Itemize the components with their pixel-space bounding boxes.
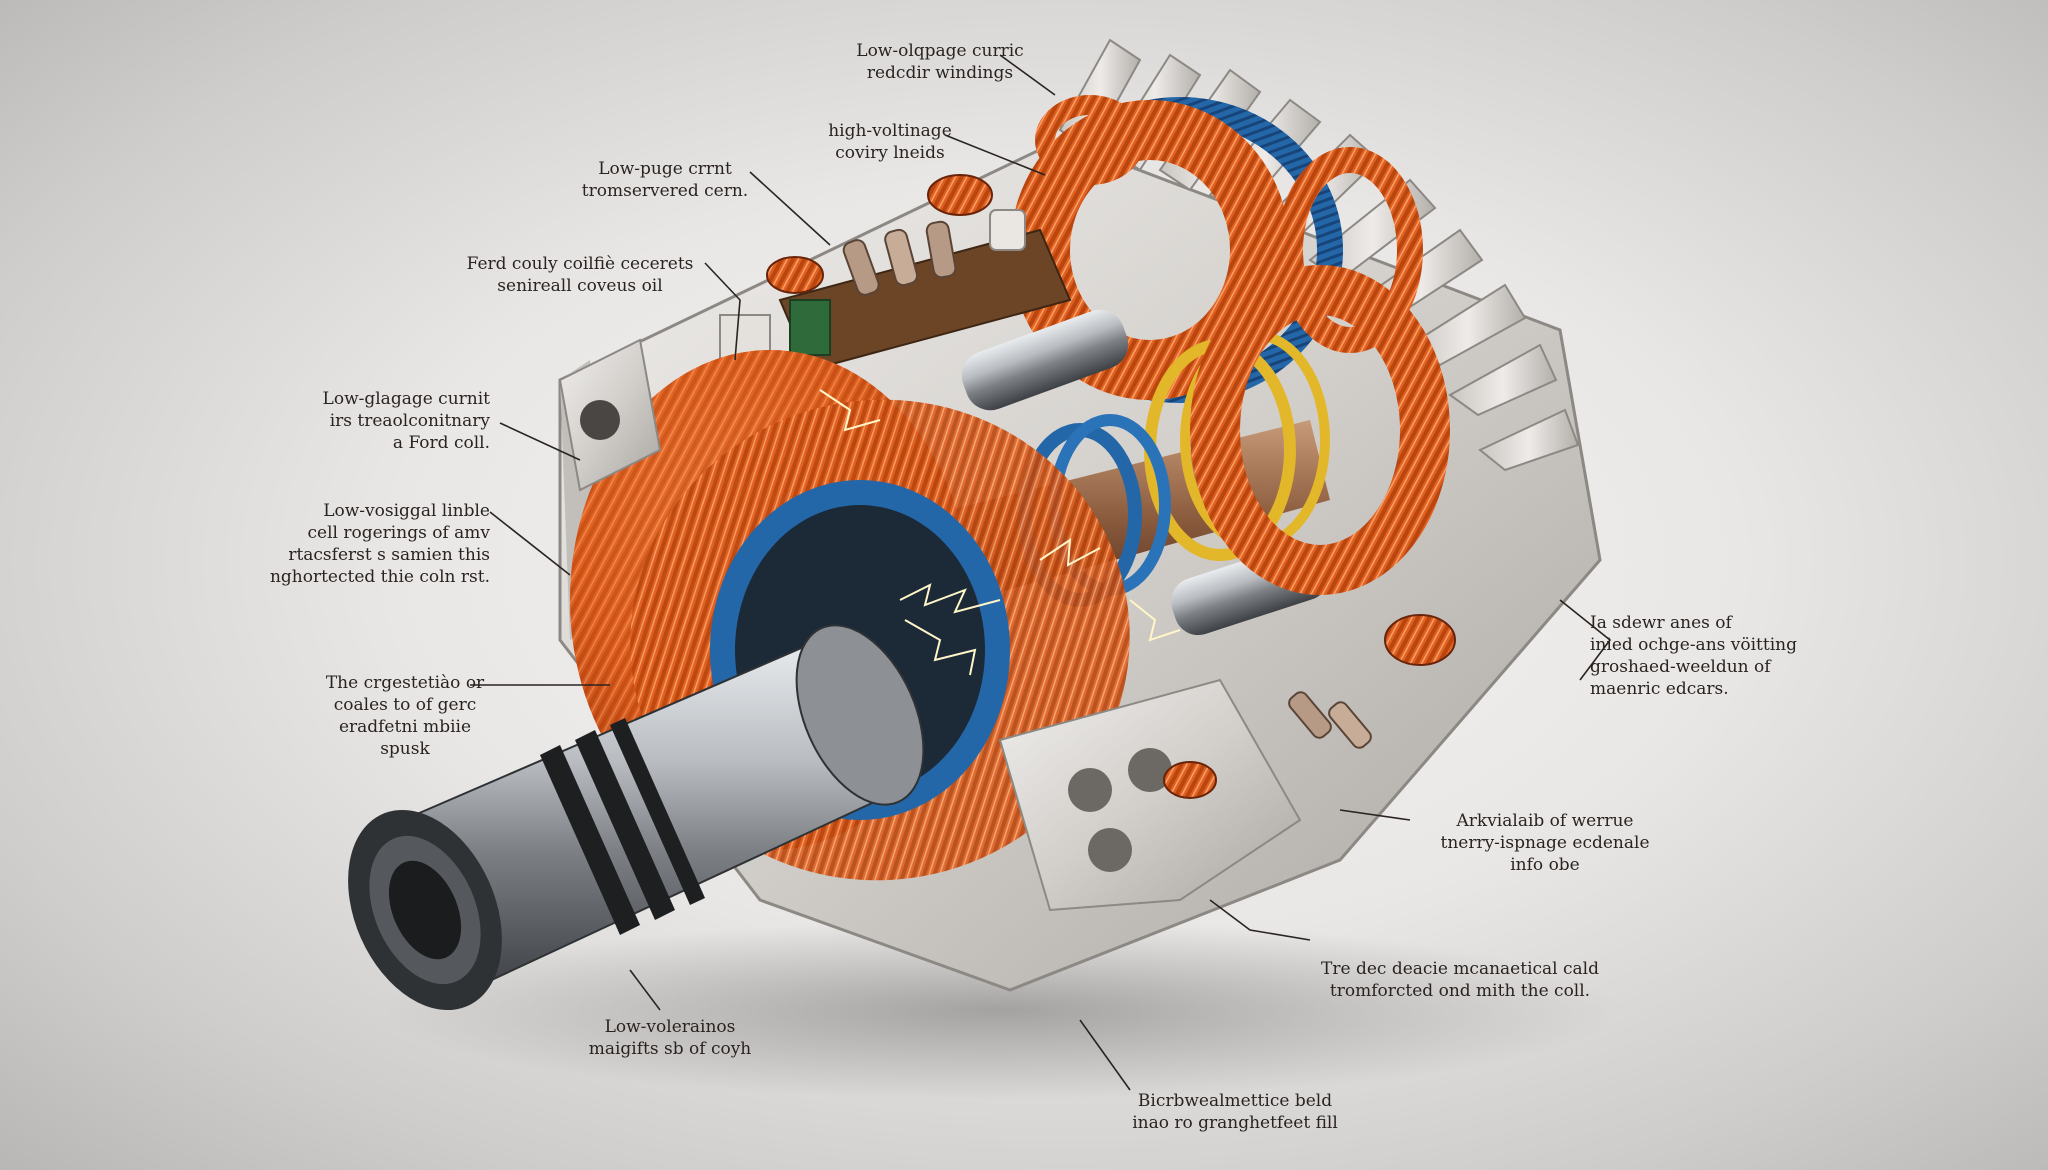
label-high-voltage-leads: high-voltinage coviry lneids [828,121,952,163]
ground-shadow [380,920,1620,1100]
electric-sparks [819,389,1181,676]
leader-lines [470,54,1612,1091]
label-magnetic-field: Bicrbwealmettice beld inao ro granghetfe… [1132,1091,1338,1133]
label-low-voltage-bottom: Low-volerainos maigifts sb of coyh [588,1017,752,1059]
label-mechanical-call: Tre dec deacie mcanaetical cald tromforc… [1321,959,1599,1001]
label-ford-coil: Low-glagage curnit irs treaolconitnary a… [322,389,490,453]
resistors-top [766,174,1026,296]
right-small-coils [1163,614,1456,799]
label-spark: The crgestetiào or coales to of gerc era… [325,673,485,759]
label-low-gauge-circuit: Low-puge crrnt tromservered cern. [581,159,749,201]
label-secondary-windings: Low-olqpage curric redcdir windings [856,41,1024,83]
mounting-bracket [998,678,1302,912]
label-arkvitalab: Arkvialaib of werrue tnerry-ispnage ecde… [1440,811,1650,875]
label-sidewall: Ia sdewr anes of inied ochge-ans vöittin… [1590,613,1797,699]
label-ford-coil-oil: Ferd couly coilfiè cecerets senireall co… [466,254,694,296]
label-signal: Low-vosiggal linble cell rogerings of am… [269,501,490,587]
steel-terminal-shaft [348,624,925,1011]
left-mount [558,338,662,492]
